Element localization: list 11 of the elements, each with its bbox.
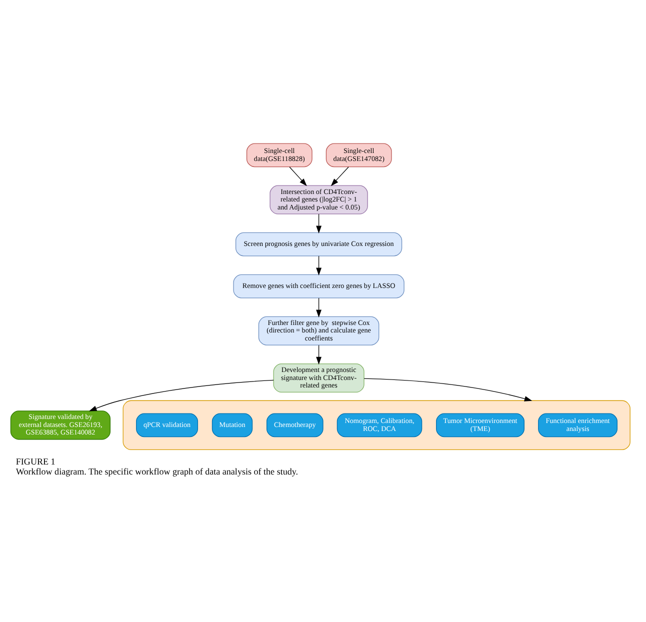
cluster	[122, 400, 630, 450]
diagram-title: FIGURE 1	[16, 456, 56, 466]
arrow	[316, 255, 322, 276]
arrow	[316, 297, 322, 317]
caption: Workflow diagram. The specific workflow graph of data analysis of the study.	[16, 466, 298, 476]
arrow	[289, 166, 307, 186]
arrow	[316, 344, 322, 364]
arrow	[330, 166, 349, 186]
arrow	[364, 378, 532, 401]
arrow	[88, 379, 274, 411]
arrow	[316, 213, 322, 234]
